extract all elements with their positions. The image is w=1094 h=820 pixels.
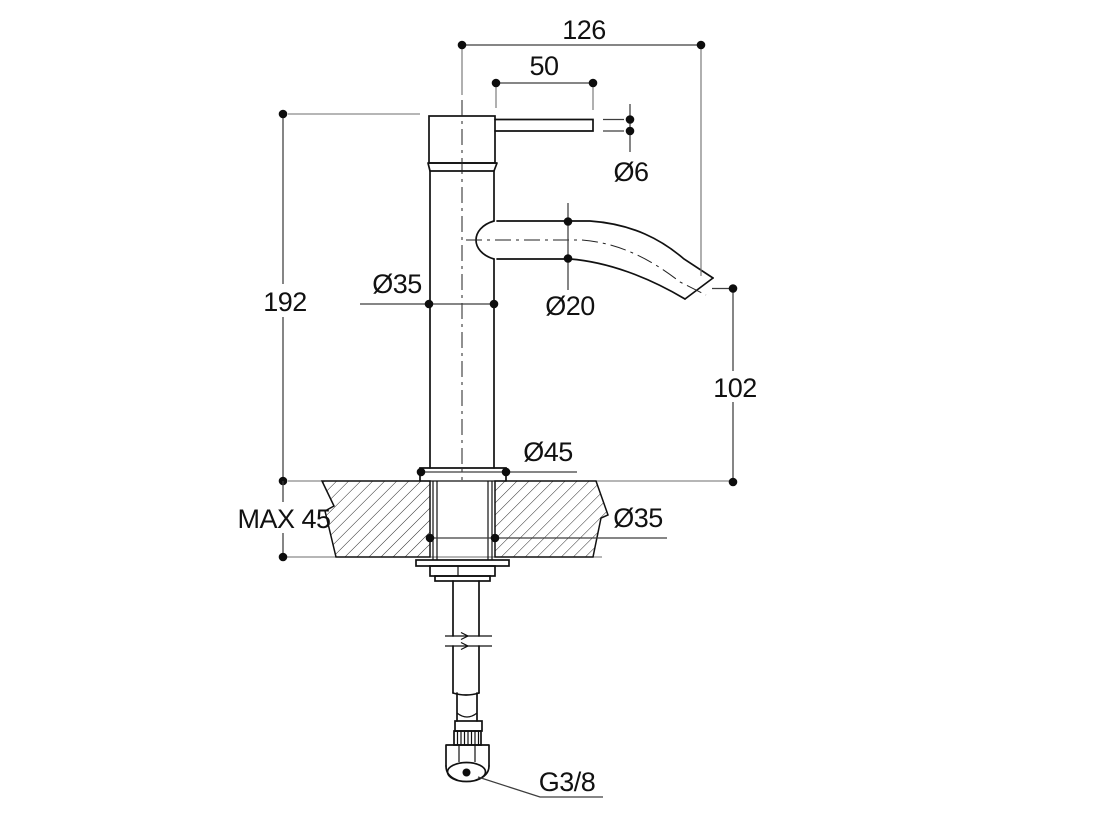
dim-spout-diameter-label: Ø20 <box>545 291 595 321</box>
dim-shank-hole-diameter-label: Ø35 <box>613 503 663 533</box>
spout-bottom-edge <box>496 258 686 300</box>
dim-body-height: 192 <box>263 109 420 486</box>
dim-spout-diameter: Ø20 <box>545 203 595 321</box>
spout <box>496 220 714 300</box>
locknut-ring <box>434 575 491 582</box>
dim-base-diameter-label: Ø45 <box>523 437 573 467</box>
hose-break-symbol <box>445 631 492 651</box>
hose-collar <box>454 720 483 732</box>
supply-hose <box>445 580 492 783</box>
faucet-body <box>419 115 507 482</box>
spout-top-edge <box>496 220 714 279</box>
dim-handle-length-label: 50 <box>529 51 558 81</box>
base-flange <box>419 467 507 482</box>
deck-left-block <box>320 480 431 558</box>
dim-body-diameter-label: Ø35 <box>372 269 422 299</box>
dim-max-deck-thickness: MAX 45 <box>237 481 331 562</box>
dim-overall-width-label: 126 <box>562 15 606 45</box>
dim-shank-hole-diameter: Ø35 <box>425 503 667 543</box>
nut-bore-hole <box>462 768 471 777</box>
dim-body-diameter: Ø35 <box>360 269 499 309</box>
hose-ferrule <box>453 730 482 746</box>
mounting-shank <box>415 481 510 582</box>
locknut <box>429 565 496 577</box>
deck-right-block <box>494 480 609 558</box>
dim-connection-thread-label: G3/8 <box>539 767 596 797</box>
dim-max-deck-thickness-label: MAX 45 <box>237 504 330 534</box>
dim-connection-thread: G3/8 <box>477 767 603 798</box>
connector-nut <box>445 744 490 783</box>
dim-handle-length: 50 <box>491 51 598 110</box>
locknut-washer <box>415 559 510 567</box>
dim-body-height-label: 192 <box>263 287 307 317</box>
spout-tip-face <box>684 277 714 300</box>
dim-base-diameter: Ø45 <box>416 437 577 477</box>
handle-lever <box>494 118 594 132</box>
dim-spout-height-label: 102 <box>713 373 757 403</box>
deck-section <box>287 480 733 558</box>
spout-centerline <box>466 239 707 296</box>
dim-overall-width: 126 <box>457 15 706 276</box>
dim-spout-height: 102 <box>712 284 757 487</box>
centerlines <box>461 100 707 480</box>
hose-neck <box>456 692 478 722</box>
dim-handle-diameter-label: Ø6 <box>613 157 648 187</box>
nut-bottom-face <box>446 761 487 783</box>
dim-handle-diameter: Ø6 <box>603 104 649 187</box>
